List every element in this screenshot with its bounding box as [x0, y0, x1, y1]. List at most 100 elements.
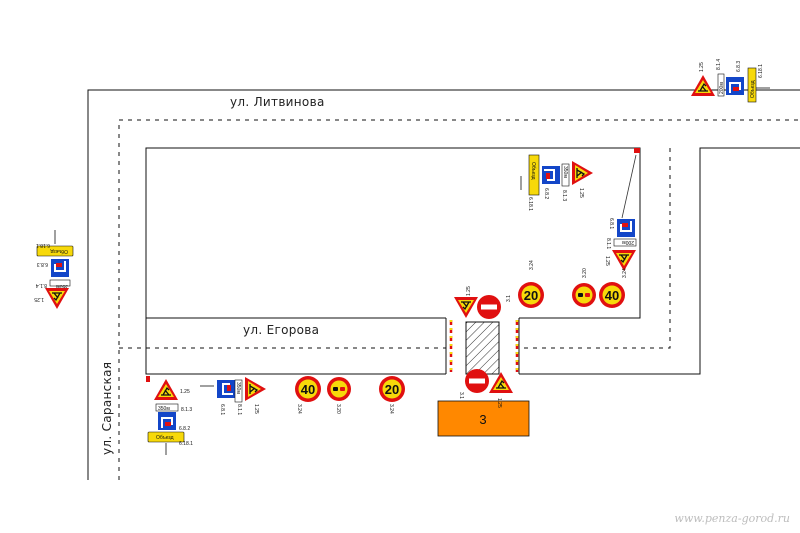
sign-code: 8.1.3 [181, 407, 192, 413]
sign-code: 6.8.1 [219, 404, 225, 415]
work-zone-hatch [465, 321, 500, 375]
distance-plate-text: 350м [235, 382, 241, 394]
block-outline [145, 147, 641, 375]
detour-scheme-sign [725, 76, 745, 96]
speed-limit-value: 20 [524, 288, 538, 303]
road-works-sign [153, 378, 179, 401]
distance-plate-text: 350м [158, 406, 170, 412]
road-works-sign [571, 160, 594, 186]
sign-code: 8.1.4 [36, 282, 47, 288]
detour-plate [747, 67, 757, 103]
sign-code: 8.1.1 [236, 404, 242, 415]
detour-scheme-sign [157, 411, 177, 431]
outer-edge-litvinova [87, 89, 800, 480]
detour-scheme-sign [616, 218, 636, 238]
sign-code: 1.25 [496, 398, 502, 408]
sign-code: 6.18.1 [36, 242, 50, 248]
road-works-sign [488, 371, 514, 394]
street-name-saranskaya: ул. Саранская [100, 362, 114, 455]
sign-code: 6.8.1 [608, 218, 614, 229]
no-overtaking-sign [327, 377, 351, 401]
sign-code: 6.8.2 [179, 426, 190, 432]
sign-group-right-inner: 6.8.1 200м 8.1.1 1.25 [604, 218, 637, 272]
detour-scheme-sign [50, 258, 70, 278]
distance-plate-text: 200м [622, 239, 634, 245]
sign-code: 1.25 [34, 296, 44, 302]
no-entry-sign [477, 295, 501, 319]
distance-plate [155, 403, 179, 412]
detour-plate-text: Объезд [750, 80, 756, 98]
sign-group-lower-left: 1.25 350м 8.1.3 6.8.2 Объезд 6.18.1 [147, 378, 193, 455]
sign-group-work-zone: 1.25 3.1 3.1 1.25 [453, 286, 514, 408]
sign-code: 3.24 [529, 260, 535, 270]
speed-limit-value: 40 [605, 288, 619, 303]
sign-group-left: Объезд 6.18.1 6.8.3 350м 8.1.4 1.25 [34, 230, 74, 310]
detour-plate [528, 154, 540, 196]
detour-scheme-sign [541, 165, 561, 185]
sign-code: 6.18.1 [758, 64, 764, 78]
street-name-litvinova: ул. Литвинова [230, 95, 325, 109]
road-works-sign [453, 296, 479, 319]
distance-plate [613, 238, 637, 247]
street-name-egorova: ул. Егорова [243, 323, 319, 337]
watermark: www.penza-gorod.ru [674, 512, 790, 525]
road-works-sign [244, 376, 267, 402]
distance-plate [234, 379, 243, 403]
egorova-bottom-right [519, 147, 800, 375]
no-overtaking-sign [572, 283, 596, 307]
distance-plate [561, 163, 570, 187]
road-works-sign [690, 74, 716, 97]
road-edges [87, 89, 800, 480]
no-entry-sign [465, 369, 489, 393]
sign-code: 6.8.3 [37, 261, 48, 267]
distance-plate [49, 279, 71, 287]
corner-marker [146, 376, 150, 382]
road-dashes [118, 119, 800, 480]
sign-code: 8.1.4 [716, 59, 722, 70]
sign-code: 1.25 [466, 286, 472, 296]
sign-group-lower-row: 40 3.24 3.20 20 3.24 [295, 376, 405, 414]
speed-limit-value: 40 [301, 382, 315, 397]
sign-code: 6.8.3 [736, 61, 742, 72]
sign-group-top-right: 1.25 200м 8.1.4 6.8.3 Объезд 6.18.1 [690, 59, 770, 103]
sign-code: 8.1.1 [605, 238, 611, 249]
detour-scheme-sign [216, 379, 236, 399]
sign-code: 6.8.2 [543, 188, 549, 199]
sign-code: 3.20 [335, 404, 341, 414]
work-zone [449, 320, 519, 375]
sign-group-lower-middle: 6.8.1 350м 8.1.1 1.25 [200, 376, 267, 415]
sign-group-upper-middle: Объезд 6.18.1 6.8.2 350м 8.1.3 1.25 [520, 154, 594, 211]
detour-plate-text: Объезд [156, 435, 174, 441]
sign-code: 3.1 [458, 392, 464, 399]
sign-code: 1.25 [578, 188, 584, 198]
dash-litvinova [118, 119, 800, 480]
road-works-sign [611, 249, 637, 272]
leader-line [621, 154, 637, 219]
detour-plate-text: Объезд [530, 162, 536, 180]
distance-plate-text: 350м [56, 283, 68, 289]
sign-code: 1.25 [699, 62, 705, 72]
corner-marker [634, 148, 640, 153]
detour-plate-text: Объезд [50, 248, 68, 254]
sign-group-upper-row: 20 3.24 3.20 40 3.24 [518, 260, 628, 308]
object-3-box [437, 400, 530, 437]
speed-limit-value: 20 [385, 382, 399, 397]
sign-code: 3.24 [388, 404, 394, 414]
sign-code: 6.18.1 [179, 441, 193, 447]
sign-code: 1.25 [180, 389, 190, 395]
sign-code: 3.24 [622, 268, 628, 278]
distance-plate-text: 350м [562, 166, 568, 178]
sign-code: 3.20 [582, 268, 588, 278]
sign-code: 6.18.1 [527, 197, 533, 211]
object-3-label: 3 [479, 412, 486, 427]
sign-code: 3.1 [506, 295, 512, 302]
sign-code: 1.25 [253, 404, 259, 414]
distance-plate [717, 73, 725, 97]
road-works-sign [44, 287, 70, 310]
sign-code: 8.1.3 [561, 190, 567, 201]
sign-code: 3.24 [296, 404, 302, 414]
dash-block-right [519, 148, 671, 349]
distance-plate-text: 200м [719, 82, 725, 94]
sign-code: 1.25 [604, 256, 610, 266]
